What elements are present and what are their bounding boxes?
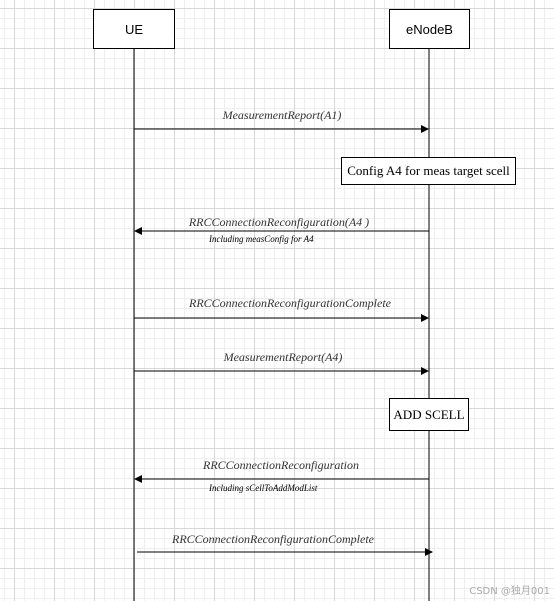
enb-participant-box: eNodeB: [389, 9, 470, 49]
message-label-m3: RRCConnectionReconfigurationComplete: [189, 296, 391, 310]
message-label-m6: RRCConnectionReconfigurationComplete: [172, 532, 374, 546]
message-label-m4: MeasurementReport(A4): [223, 350, 343, 364]
add-scell-note-label: ADD SCELL: [393, 406, 465, 422]
watermark: CSDN @独月001: [469, 586, 550, 597]
add-scell-note: ADD SCELL: [389, 398, 469, 431]
message-label-m1: MeasurementReport(A1): [222, 108, 342, 122]
config-a4-note-label: Config A4 for meas target scell: [347, 163, 510, 178]
enb-participant-label: eNodeB: [406, 21, 453, 37]
message-label-m2: RRCConnectionReconfiguration(A4 ): [188, 215, 370, 229]
message-sublabel-m5: Including sCellToAddModList: [209, 483, 318, 493]
message-sublabel-m2: Including measConfig for A4: [209, 234, 314, 244]
ue-participant-box: UE: [93, 9, 175, 49]
config-a4-note: Config A4 for meas target scell: [341, 157, 516, 185]
ue-participant-label: UE: [124, 21, 144, 37]
message-label-m5: RRCConnectionReconfiguration: [203, 458, 359, 472]
